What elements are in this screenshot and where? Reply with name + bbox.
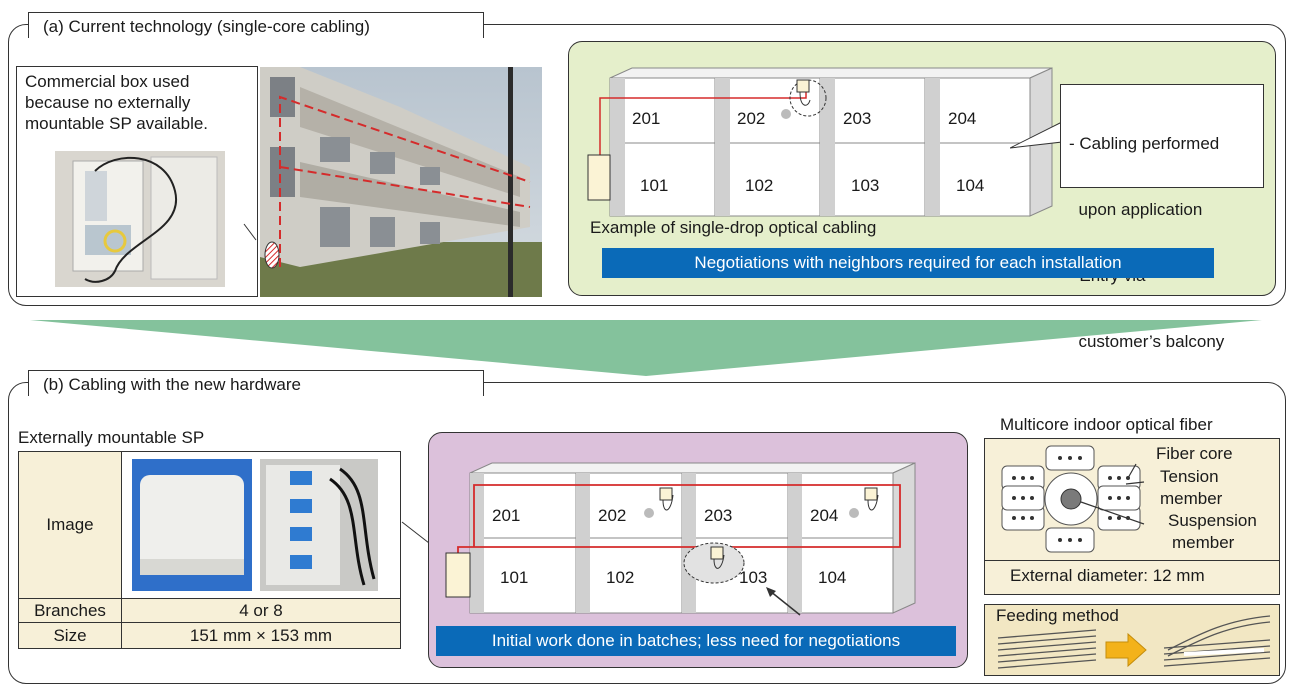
unit-201: 201: [632, 109, 661, 128]
callout-line-2: because no externally: [25, 93, 191, 112]
note-line-2: upon application: [1069, 200, 1203, 219]
feeding-method-title: Feeding method: [996, 606, 1119, 625]
size-value: 151 mm × 153 mm: [121, 622, 401, 649]
note-line-1: - Cabling performed: [1069, 134, 1220, 153]
batch-work-banner: Initial work done in batches; less need …: [436, 626, 956, 656]
fiber-divider: [984, 560, 1280, 561]
unit-b-101: 101: [500, 568, 529, 587]
sp-closed-photo: [132, 459, 252, 591]
unit-b-103: 103: [739, 568, 768, 587]
fiber-cross-section: [1001, 445, 1145, 553]
unit-204: 204: [948, 109, 977, 128]
notes-callout: - Cabling performed upon application - E…: [1060, 84, 1264, 351]
apartment-building-photo: [260, 67, 542, 297]
callout-line-1: Commercial box used: [25, 72, 190, 91]
branches-value: 4 or 8: [121, 598, 401, 623]
image-label: Image: [18, 451, 122, 599]
sp-open-photo: [260, 459, 378, 591]
commercial-box-callout: Commercial box used because no externall…: [16, 66, 258, 297]
sp-spec-table: Image Branches 4 or 8 Size 151 mm ×: [18, 451, 401, 649]
unit-104: 104: [956, 176, 985, 195]
unit-103: 103: [851, 176, 880, 195]
sp-section-title: Externally mountable SP: [18, 428, 205, 447]
panel-b-title: (b) Cabling with the new hardware: [28, 370, 484, 396]
unit-102: 102: [745, 176, 774, 195]
transition-arrow: [30, 320, 1262, 376]
branches-label: Branches: [18, 598, 122, 623]
unit-b-204: 204: [810, 506, 839, 525]
fiber-core-label: Fiber core: [1156, 444, 1233, 463]
feeding-method-illustration: [997, 615, 1271, 669]
negotiations-banner: Negotiations with neighbors required for…: [602, 248, 1214, 278]
note-line-4: customer’s balcony: [1069, 332, 1225, 351]
fiber-section-title: Multicore indoor optical fiber: [1000, 415, 1213, 434]
size-label: Size: [18, 622, 122, 649]
unit-b-202: 202: [598, 506, 627, 525]
tension-label-1: Tension: [1160, 467, 1219, 486]
unit-b-203: 203: [704, 506, 733, 525]
single-drop-caption: Example of single-drop optical cabling: [590, 218, 877, 237]
unit-101: 101: [640, 176, 669, 195]
external-diameter-label: External diameter: 12 mm: [1010, 566, 1205, 585]
unit-b-201: 201: [492, 506, 521, 525]
panel-a-title: (a) Current technology (single-core cabl…: [28, 12, 484, 38]
unit-203: 203: [843, 109, 872, 128]
suspension-label-2: member: [1172, 533, 1235, 552]
unit-b-104: 104: [818, 568, 847, 587]
callout-line-3: mountable SP available.: [25, 114, 209, 133]
unit-b-102: 102: [606, 568, 635, 587]
sp-location-marker: [243, 223, 280, 269]
commercial-box-photo: [55, 151, 225, 287]
tension-label-2: member: [1160, 489, 1223, 508]
building-diagram-single-drop: [587, 67, 1053, 217]
building-diagram-batch: [445, 462, 916, 616]
unit-202: 202: [737, 109, 766, 128]
sp-images-cell: [121, 451, 401, 599]
suspension-label-1: Suspension: [1168, 511, 1257, 530]
